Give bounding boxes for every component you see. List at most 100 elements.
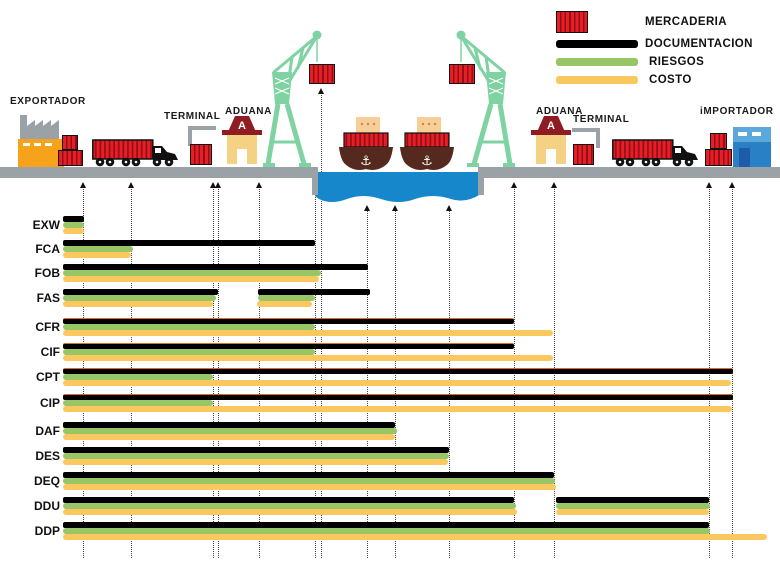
documentacion-bar-icon: [556, 40, 638, 48]
bar-cfr-doc: [63, 318, 514, 324]
bar-fas-doc: [63, 289, 218, 295]
incoterm-label-ddu: DDU: [34, 499, 60, 513]
anchor-icon: ⚓: [360, 154, 372, 169]
quay-edge-left: [312, 167, 318, 195]
bar-daf-risk: [63, 428, 397, 434]
customs-letter: A: [547, 120, 555, 132]
guide-arrow-icon: [729, 182, 735, 188]
bar-ddu-cost: [63, 509, 517, 515]
scene-label-exportador: EXPORTADOR: [10, 96, 86, 107]
guide-line: [321, 93, 322, 558]
bar-cpt-cost: [63, 380, 731, 386]
bar-ddp-doc: [63, 522, 709, 528]
bar-cpt-doc: [63, 368, 733, 374]
bar-ddp-cost: [63, 534, 767, 540]
bar-daf-doc: [63, 422, 395, 428]
bar-ddu-risk: [63, 503, 516, 509]
bar-deq-cost: [63, 484, 556, 490]
incoterm-label-cfr: CFR: [35, 320, 60, 334]
bar-des-cost: [63, 459, 448, 465]
ship-icon: ⚓: [400, 117, 454, 170]
guide-arrow-icon: [511, 182, 517, 188]
bar-fca-cost: [63, 252, 131, 258]
incoterm-label-cpt: CPT: [36, 370, 60, 384]
scene-label-importador: iMPORTADOR: [700, 106, 774, 117]
incoterm-label-deq: DEQ: [33, 474, 60, 488]
bar-fas-doc: [258, 289, 370, 295]
road-right: [478, 167, 780, 178]
incoterm-label-cif: CIF: [40, 345, 60, 359]
bar-cpt-risk: [63, 374, 213, 380]
bar-fca-doc: [63, 240, 315, 246]
incoterm-label-cip: CIP: [39, 396, 60, 410]
bar-fas-risk: [63, 295, 216, 301]
bar-ddu-doc: [556, 497, 709, 503]
water: [315, 172, 481, 202]
crane-icon: [456, 30, 515, 167]
bar-fas-cost: [63, 301, 213, 307]
container-icon: [573, 144, 594, 165]
bar-daf-cost: [63, 434, 395, 440]
costo-bar-icon: [556, 76, 638, 84]
riesgos-bar-icon: [556, 58, 638, 66]
container-icon: [62, 135, 78, 150]
scene-label-aduana-left: ADUANA: [225, 106, 272, 117]
bar-cif-cost: [63, 355, 553, 361]
guide-arrow-icon: [551, 182, 557, 188]
guide-arrow-icon: [128, 182, 134, 188]
hanging-container-icon: [449, 64, 475, 84]
bar-cip-risk: [63, 400, 213, 406]
bar-ddu-cost: [556, 509, 709, 515]
bar-cip-cost: [63, 406, 732, 412]
road-left: [0, 167, 318, 178]
bar-des-risk: [63, 453, 449, 459]
incoterm-label-des: DES: [35, 449, 60, 463]
scene-label-aduana-right: ADUANA: [536, 106, 583, 117]
terminal-gantry-icon: [572, 128, 600, 148]
guide-arrow-icon: [80, 182, 86, 188]
truck-icon: [92, 139, 178, 167]
bar-ddu-doc: [63, 497, 514, 503]
incoterm-label-ddp: DDP: [34, 524, 60, 538]
bar-des-doc: [63, 447, 449, 453]
legend-label-costo: COSTO: [649, 74, 692, 86]
incoterm-label-exw: EXW: [32, 218, 60, 232]
bar-cfr-risk: [63, 324, 315, 330]
bar-cip-doc: [63, 394, 733, 400]
anchor-icon: ⚓: [421, 154, 433, 169]
bar-deq-doc: [63, 472, 554, 478]
legend-label-riesgos: RIESGOS: [649, 56, 705, 68]
guide-arrow-icon: [706, 182, 712, 188]
incoterm-label-fas: FAS: [36, 291, 60, 305]
bar-fas-cost: [257, 301, 312, 307]
bar-cif-doc: [63, 343, 514, 349]
truck-icon: [612, 139, 698, 167]
bar-exw-risk: [63, 222, 84, 228]
customs-house-icon: A: [531, 116, 571, 164]
mercaderia-container-icon: [556, 11, 588, 33]
guide-arrow-icon: [364, 205, 370, 211]
guide-arrow-icon: [210, 182, 216, 188]
scene-label-terminal-right: TERMINAL: [573, 114, 630, 125]
bar-exw-doc: [63, 216, 84, 222]
bar-ddp-risk: [63, 528, 710, 534]
hanging-container-icon: [309, 64, 335, 84]
bar-fca-risk: [63, 246, 133, 252]
bar-cif-risk: [63, 349, 315, 355]
container-icon: [710, 133, 727, 149]
guide-arrow-icon: [318, 88, 324, 94]
legend-label-mercaderia: MERCADERIA: [645, 16, 727, 28]
bar-deq-risk: [63, 478, 555, 484]
guide-arrow-icon: [392, 205, 398, 211]
incoterm-label-fob: FOB: [34, 266, 60, 280]
guide-arrow-icon: [256, 182, 262, 188]
customs-letter: A: [238, 120, 246, 132]
customs-house-icon: A: [222, 116, 262, 164]
guide-arrow-icon: [215, 182, 221, 188]
ship-icon: ⚓: [339, 117, 393, 170]
legend-label-documentacion: DOCUMENTACION: [645, 38, 753, 50]
bar-fob-risk: [63, 270, 321, 276]
factory-icon: [18, 115, 64, 167]
incoterm-label-daf: DAF: [35, 424, 60, 438]
